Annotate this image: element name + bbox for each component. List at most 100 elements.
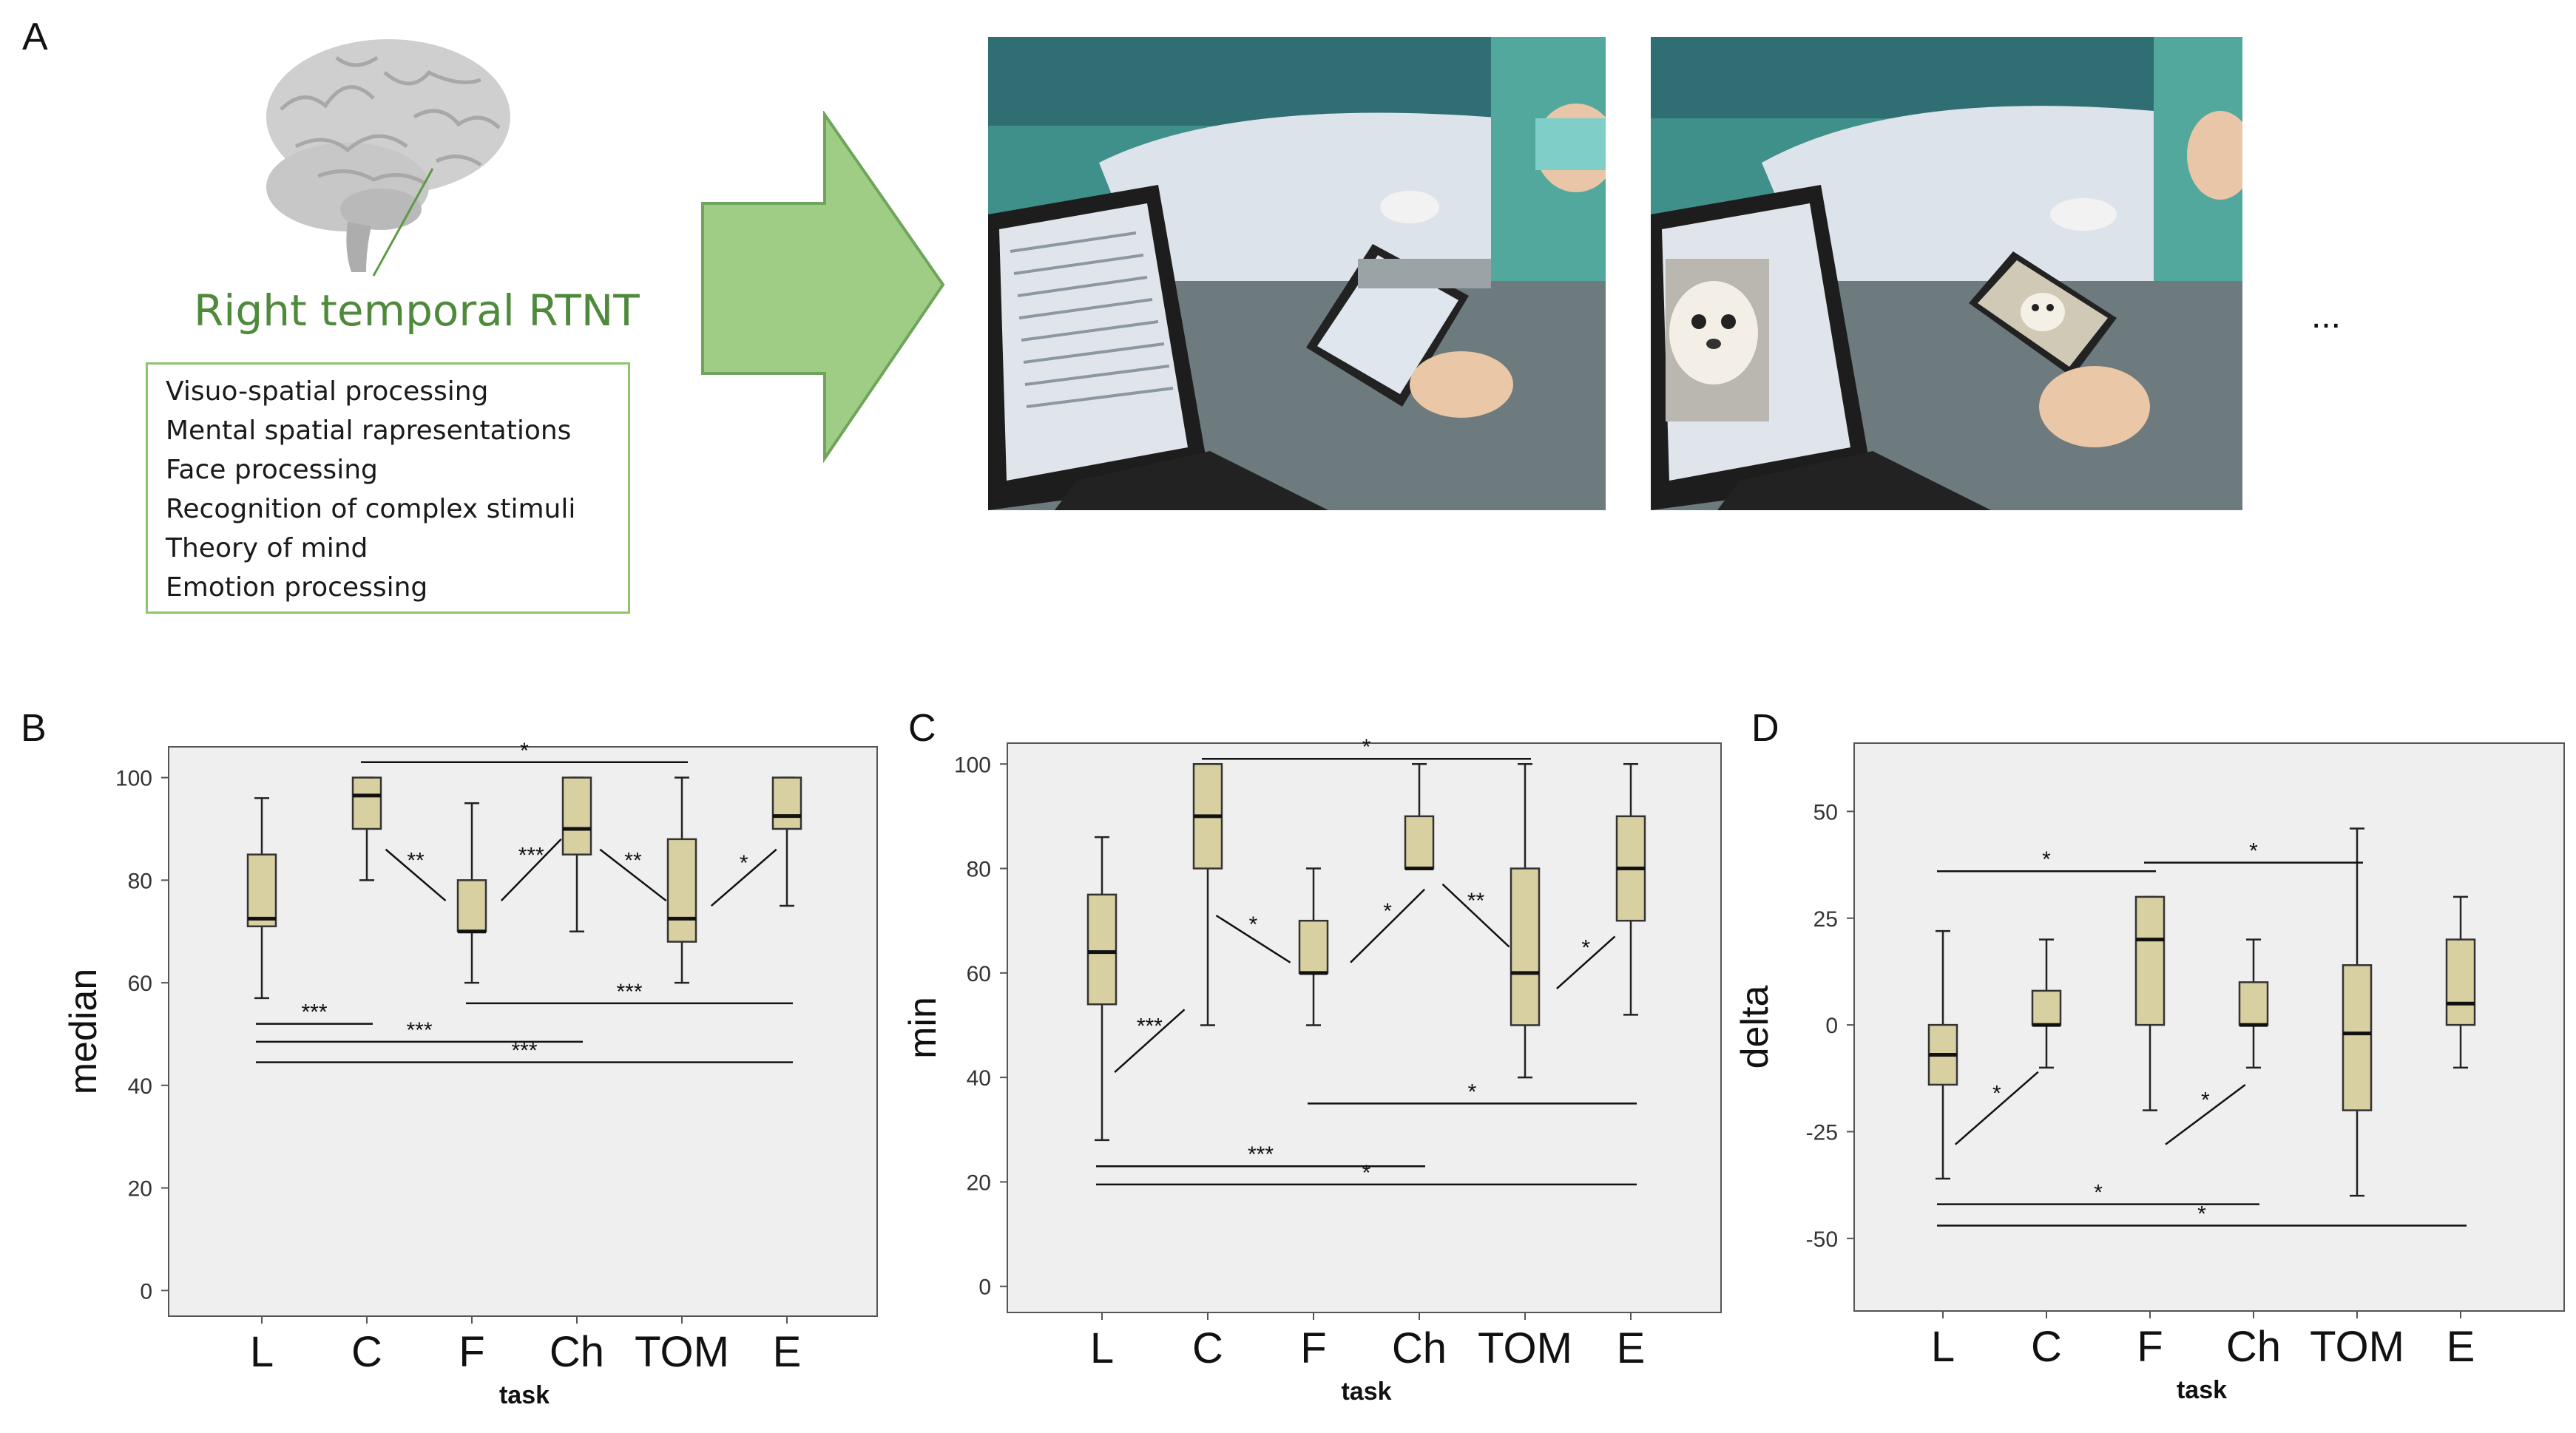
significance-label: * <box>2094 1181 2103 1205</box>
surgery-photo-image-task <box>1651 37 2242 510</box>
y-tick-label: 0 <box>1825 1014 1838 1038</box>
x-tick-label: L <box>250 1328 274 1376</box>
significance-label: * <box>740 851 748 875</box>
function-item: Theory of mind <box>166 533 368 563</box>
significance-label: * <box>2042 847 2051 872</box>
x-tick-label: F <box>459 1328 484 1376</box>
x-axis-label: task <box>499 1381 550 1409</box>
significance-slash <box>1215 915 1291 963</box>
significance-slash <box>1441 883 1510 948</box>
right-arrow-icon <box>701 111 945 464</box>
x-tick-label: E <box>773 1328 802 1376</box>
significance-slash <box>1114 1009 1186 1073</box>
significance-label: * <box>1581 936 1590 961</box>
y-axis-label: median <box>62 969 105 1095</box>
y-axis-label: min <box>902 997 944 1059</box>
box-iqr <box>561 776 592 856</box>
panel-label-a: A <box>22 16 48 58</box>
y-axis-label: delta <box>1734 986 1777 1069</box>
x-tick-label: TOM <box>635 1328 729 1376</box>
significance-label: * <box>1362 735 1371 759</box>
x-tick-label: E <box>2447 1323 2475 1371</box>
significance-label: *** <box>406 1018 432 1043</box>
significance-label: *** <box>616 980 642 1004</box>
x-tick-label: C <box>351 1328 382 1376</box>
function-item: Recognition of complex stimuli <box>166 494 576 524</box>
x-tick-label: Ch <box>550 1328 604 1376</box>
plot-area <box>1853 742 2565 1312</box>
significance-label: *** <box>301 1000 327 1025</box>
significance-label: * <box>2249 839 2258 864</box>
y-tick-label: 50 <box>1813 800 1838 824</box>
x-tick-label: Ch <box>2226 1323 2281 1371</box>
x-tick-label: F <box>1300 1324 1326 1372</box>
significance-label: *** <box>1248 1142 1274 1167</box>
brain-illustration <box>266 39 510 277</box>
panel-label-b: B <box>21 707 47 750</box>
significance-label: * <box>1249 912 1258 937</box>
x-tick-label: L <box>1090 1324 1114 1372</box>
box-iqr <box>666 838 697 943</box>
box-iqr <box>246 853 277 928</box>
x-tick-label: TOM <box>2310 1323 2404 1371</box>
y-tick-label: 20 <box>967 1171 991 1195</box>
x-tick-label: F <box>2137 1323 2163 1371</box>
box-iqr <box>2445 938 2476 1026</box>
y-tick-label: 0 <box>978 1276 991 1300</box>
y-tick-label: 60 <box>128 972 152 996</box>
x-tick-label: E <box>1617 1324 1646 1372</box>
ellipsis: ... <box>2311 297 2342 336</box>
box-iqr <box>1510 867 1541 1026</box>
significance-slash <box>2165 1083 2246 1145</box>
x-tick-label: Ch <box>1392 1324 1447 1372</box>
y-tick-label: 0 <box>140 1279 152 1304</box>
x-tick-label: C <box>2031 1323 2062 1371</box>
function-item: Mental spatial rapresentations <box>166 416 572 446</box>
function-item: Visuo-spatial processing <box>166 376 489 407</box>
y-tick-label: 20 <box>128 1177 152 1202</box>
box-iqr <box>351 776 382 830</box>
box-iqr <box>1298 919 1329 975</box>
box-iqr <box>2238 981 2269 1026</box>
x-axis-label: task <box>2177 1376 2227 1404</box>
significance-label: ** <box>407 848 425 873</box>
significance-slash <box>385 848 447 902</box>
y-tick-label: 100 <box>954 753 991 777</box>
significance-slash <box>599 848 667 902</box>
significance-label: * <box>1992 1082 2001 1106</box>
significance-label: * <box>2201 1088 2210 1112</box>
y-tick-label: 100 <box>115 767 152 791</box>
plot-area <box>168 746 878 1317</box>
significance-label: *** <box>511 1039 537 1063</box>
y-tick-label: -25 <box>1806 1120 1838 1145</box>
significance-label: * <box>2197 1202 2206 1227</box>
function-list-box: Visuo-spatial processing Mental spatial … <box>146 362 630 614</box>
y-tick-label: 25 <box>1813 907 1838 932</box>
panel-label-c: C <box>908 707 936 750</box>
significance-label: ** <box>624 848 642 873</box>
significance-label: * <box>1362 1161 1371 1185</box>
significance-slash <box>1954 1071 2039 1145</box>
y-tick-label: 80 <box>967 858 991 882</box>
x-tick-label: L <box>1931 1323 1955 1371</box>
significance-label: *** <box>1137 1014 1163 1039</box>
significance-label: * <box>1383 899 1392 924</box>
box-iqr <box>2342 964 2373 1111</box>
significance-label: ** <box>1467 889 1485 913</box>
y-tick-label: 80 <box>128 869 152 893</box>
x-tick-label: TOM <box>1478 1324 1572 1372</box>
y-tick-label: 40 <box>967 1066 991 1091</box>
box-iqr <box>1086 893 1118 1006</box>
y-tick-label: -50 <box>1806 1227 1838 1252</box>
significance-slash <box>1350 888 1426 963</box>
surgery-photo-text-task <box>988 37 1606 510</box>
significance-slash <box>500 838 562 901</box>
box-iqr <box>771 776 802 830</box>
box-iqr <box>2031 989 2062 1026</box>
significance-slash <box>710 848 777 907</box>
function-item: Face processing <box>166 455 378 485</box>
plot-area <box>1007 742 1722 1313</box>
box-iqr <box>1404 815 1435 870</box>
function-item: Emotion processing <box>166 572 428 603</box>
